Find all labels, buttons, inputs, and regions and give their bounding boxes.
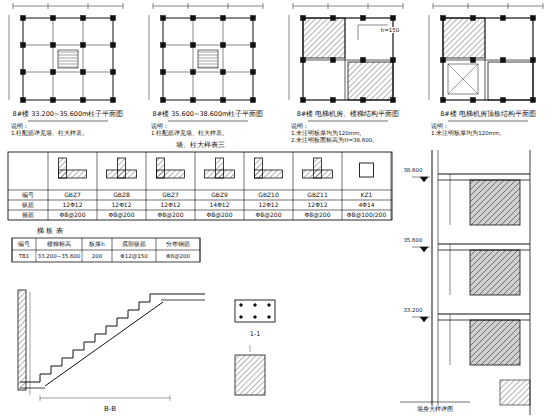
drawing-note: 12Φ12 (62, 202, 84, 209)
drawing-note: 1.柱配筋详见墙、柱大样表。 (10, 130, 89, 136)
drawing-note: 编号 (21, 192, 35, 199)
drawing-title: 8#楼 电梯机房顶板结构平面图 (439, 111, 537, 118)
drawing-note: GBZ7 (161, 192, 180, 199)
drawing-note: Φ8@200 (304, 212, 332, 219)
elevation-mark: 33.200 (402, 307, 423, 313)
drawing-note: GBZ10 (257, 192, 280, 199)
drawing-note: 12Φ12 (258, 202, 280, 209)
drawing-note: 14Φ12 (209, 202, 231, 209)
drawing-note: 12Φ12 (307, 202, 329, 209)
drawing-note: TB1 (18, 253, 31, 259)
elevation-mark: 35.600 (402, 237, 423, 243)
drawing-note: 12Φ12 (111, 202, 133, 209)
drawing-note: 说明： (430, 123, 450, 129)
drawing-note: Φ12@150 (119, 253, 148, 259)
drawing-title: 墙身大样详图 (416, 406, 454, 413)
drawing-note: Φ8@100/200 (346, 212, 387, 219)
drawing-note: 1.未注明板厚均为120mm。 (430, 130, 506, 136)
drawing-title: 梯 板 表 (36, 228, 63, 235)
drawing-note: 纵筋 (21, 202, 35, 209)
drawing-title: 8#楼 电梯机房、楼梯结构平面图 (296, 111, 401, 118)
drawing-note: 说明： (150, 123, 170, 129)
drawing-note: Φ8@200 (165, 253, 191, 259)
drawing-note: 1.未注明板厚均为120mm。 (290, 130, 366, 136)
drawing-note: GBZ7 (63, 192, 82, 199)
drawing-note: Φ8@200 (157, 212, 185, 219)
drawing-title: 8#楼 35.600~38.600m柱子平面图 (152, 111, 265, 118)
drawing-note: 说明： (10, 123, 30, 129)
elevation-mark: 38.600 (402, 167, 423, 173)
drawing-note: 楼梯标高 (46, 241, 72, 247)
drawing-note: GBZ9 (210, 192, 229, 199)
drawing-note: h=150 (380, 27, 401, 33)
drawing-title: 8#楼 33.200~35.600m柱子平面图 (12, 111, 125, 118)
drawing-title: 1-1 (249, 331, 262, 338)
drawing-note: KZ1 (360, 192, 374, 199)
drawing-note: GBZ8 (112, 192, 131, 199)
linework (8, 3, 543, 415)
drawing-note: GBZ11 (306, 192, 329, 199)
drawing-note: 2.未注明板面标高为H=38.600。 (290, 137, 379, 143)
drawing-note: 12Φ12 (160, 202, 182, 209)
drawing-note: 板厚h (88, 241, 106, 247)
drawing-note: 1.柱配筋详见墙、柱大样表。 (150, 130, 229, 136)
drawing-note: 200 (91, 253, 104, 259)
drawing-note: Φ8@200 (206, 212, 234, 219)
drawing-note: 33.200~35.600 (36, 253, 81, 259)
drawing-note: Φ8@200 (59, 212, 87, 219)
drawing-note: Φ8@200 (108, 212, 136, 219)
drawing-note: Φ8@200 (255, 212, 283, 219)
drawing-note: 编号 (17, 241, 31, 247)
drawing-note: 箍筋 (21, 212, 35, 219)
drawing-note: 说明： (290, 123, 310, 129)
drawing-note: 分布钢筋 (165, 241, 191, 247)
drawing-note: 底部纵筋 (121, 241, 147, 247)
drawing-title: 墙、柱大样表三 (175, 142, 226, 150)
drawing-title: B-B (103, 406, 117, 414)
drawing-note: 4Φ14 (357, 202, 375, 209)
